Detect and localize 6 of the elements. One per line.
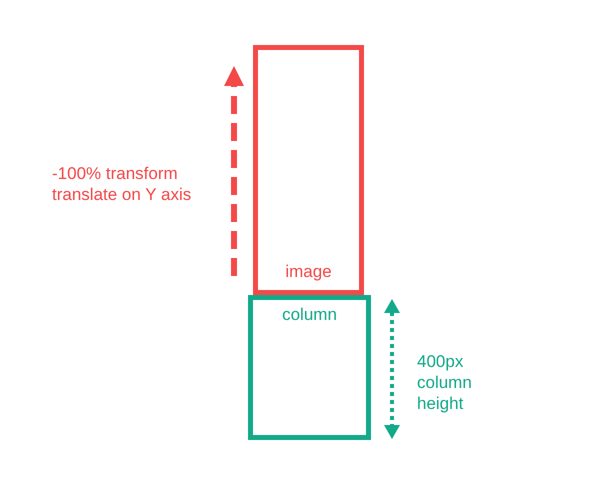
dimension-label: 400px column height: [417, 351, 473, 414]
box-label: image: [285, 262, 332, 282]
annotation-text: -100% transform translate on Y axis: [52, 163, 192, 205]
box-label: column: [282, 305, 337, 325]
column-box: [248, 295, 371, 440]
image-box: [253, 45, 364, 295]
